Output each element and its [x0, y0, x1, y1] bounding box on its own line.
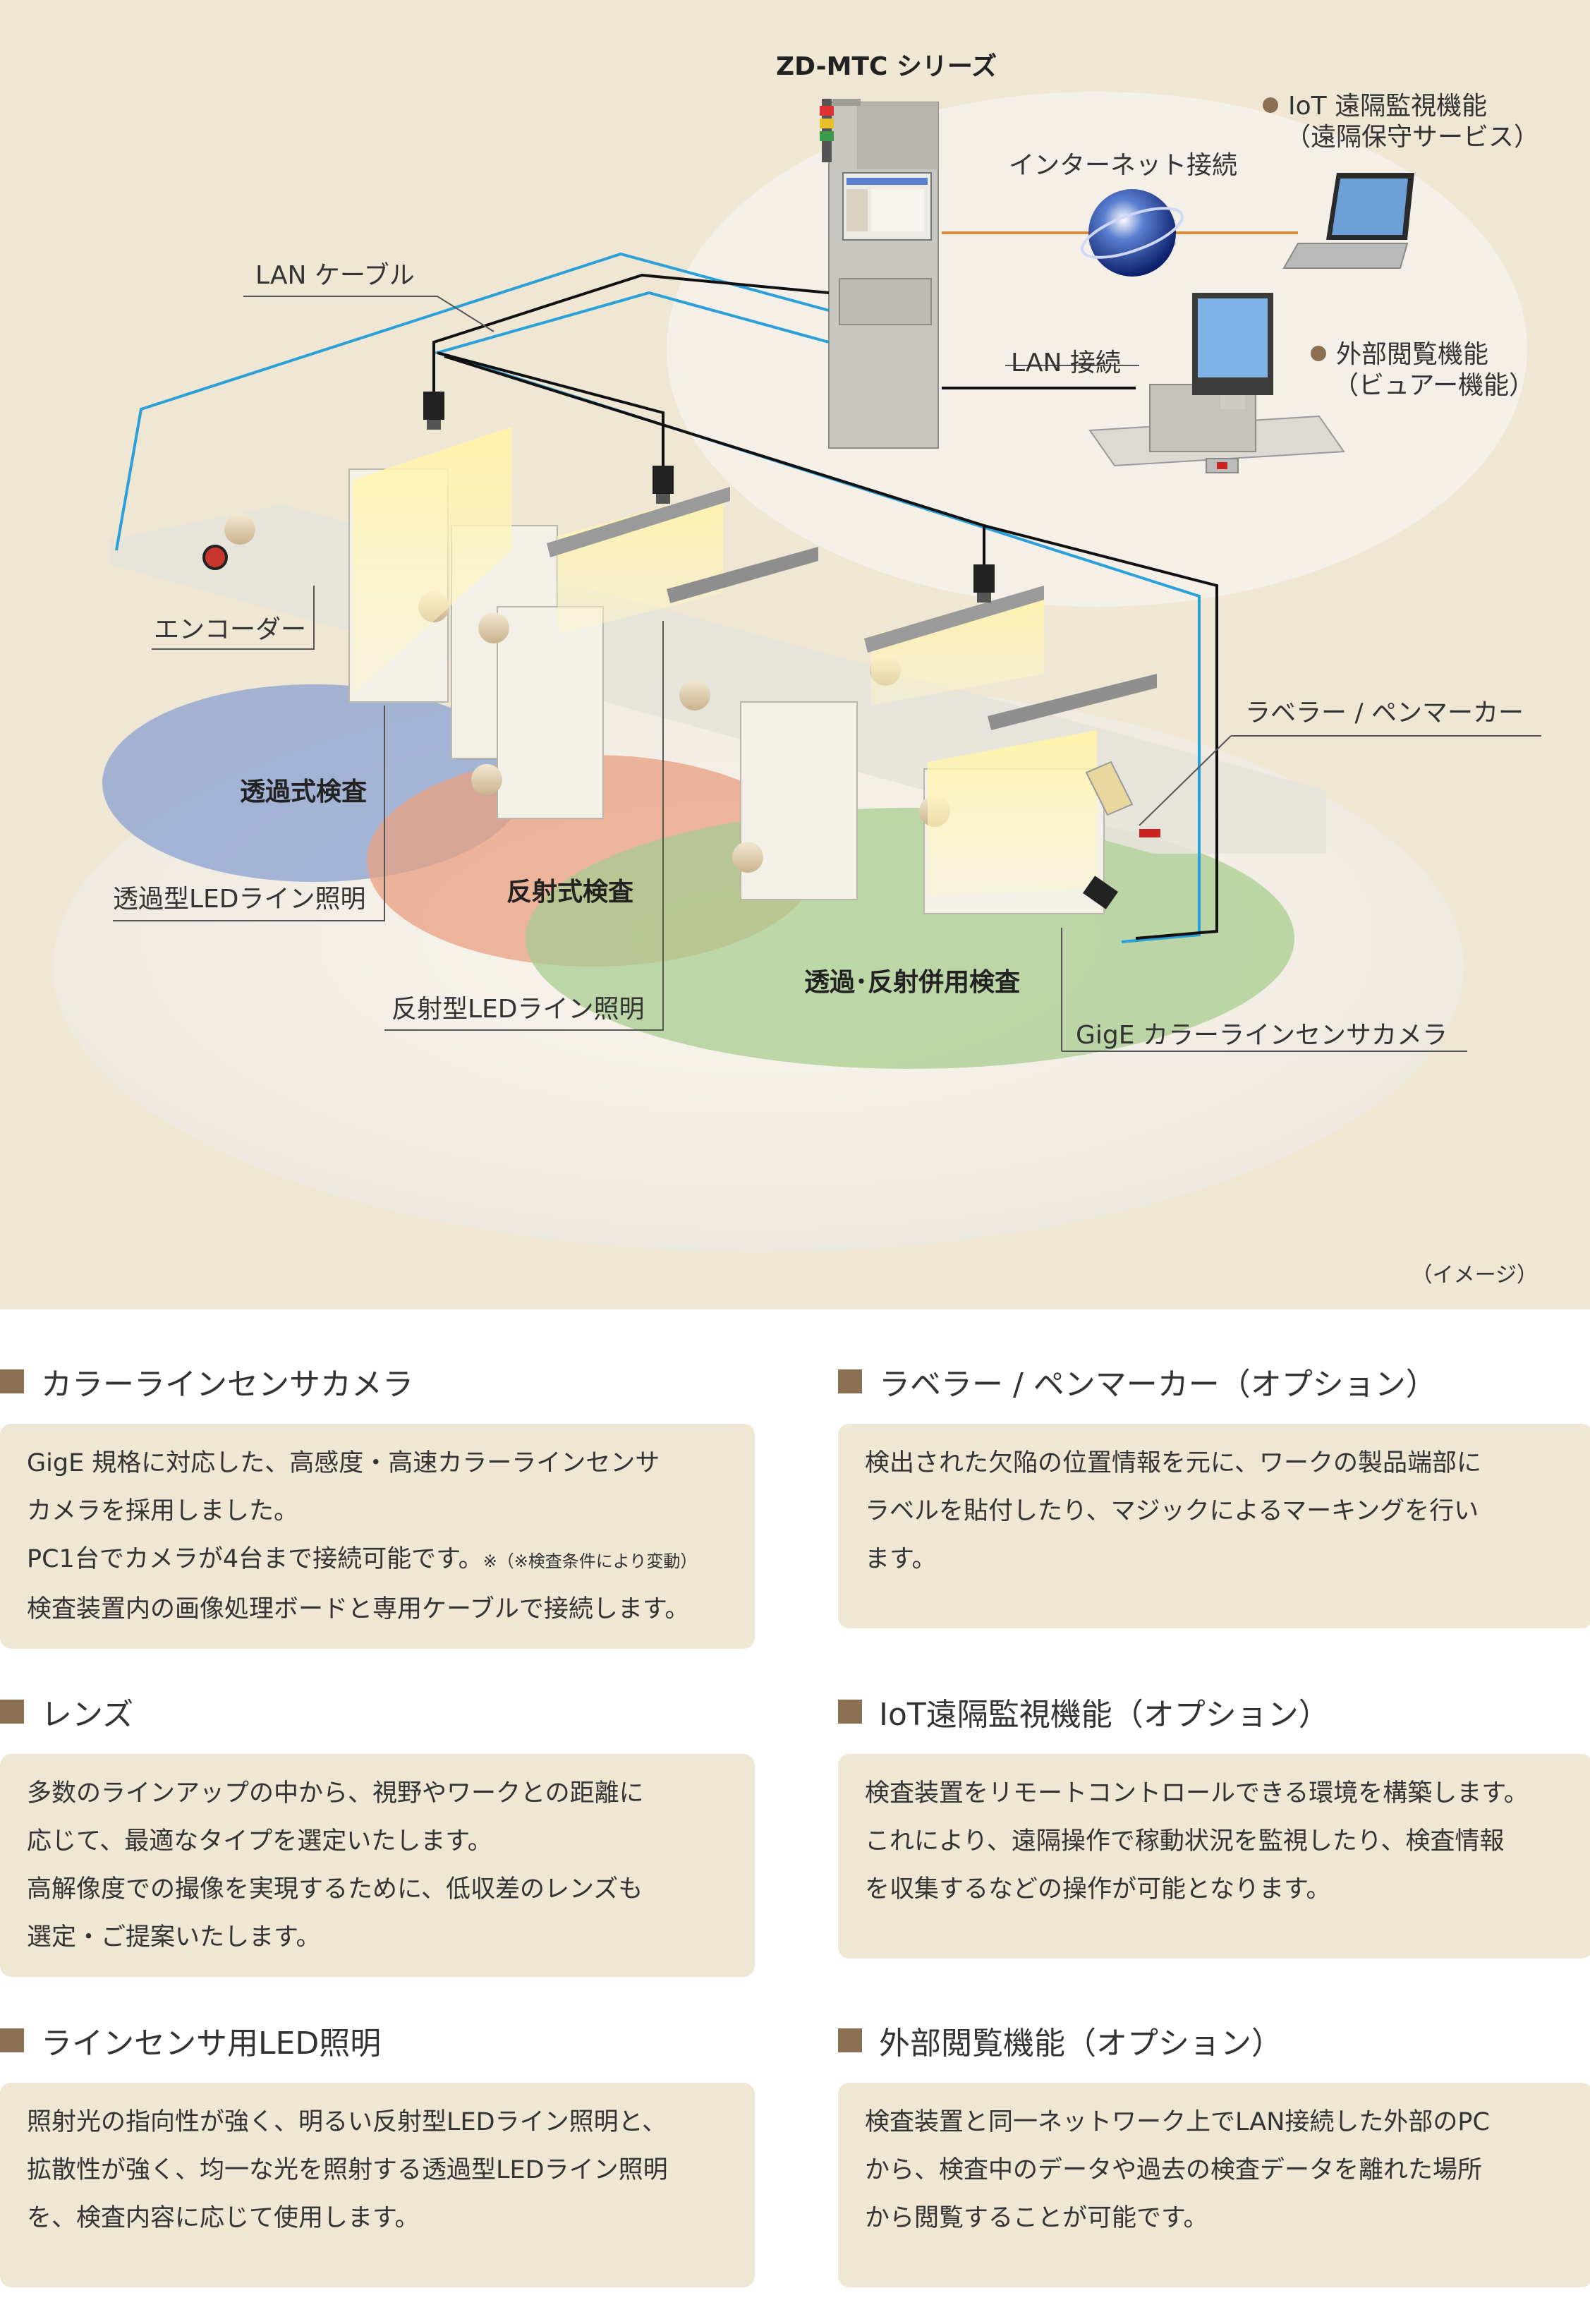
control-cabinet: [820, 99, 939, 449]
section-led-lighting: ラインセンサ用LED照明 照射光の指向性が強く、明るい反射型LEDライン照明と、…: [0, 2019, 755, 2287]
square-bullet-icon: [0, 1369, 24, 1393]
section-header: ラインセンサ用LED照明: [0, 2019, 755, 2062]
body-line: PC1台でカメラが4台まで接続可能です。※（※検査条件により変動）: [27, 1535, 728, 1585]
body-line: 多数のラインアップの中から、視野やワークとの距離に: [27, 1779, 644, 1808]
internet-label: インターネット接続: [1009, 151, 1238, 180]
camera-cable-1: [432, 273, 830, 392]
bullet-dot-icon: [1311, 346, 1326, 361]
system-title: ZD-MTC シリーズ: [776, 52, 997, 81]
reflection-inspection-label: 反射式検査: [506, 878, 634, 907]
encoder-device: [202, 545, 228, 570]
square-bullet-icon: [838, 1700, 862, 1724]
section-body: 多数のラインアップの中から、視野やワークとの距離に 応じて、最適なタイプを選定い…: [0, 1754, 755, 1977]
reflection-led-bar-3: [864, 586, 1044, 653]
internet-globe-icon: [1081, 189, 1184, 277]
viewer-label-line1: 外部閲覧機能: [1311, 339, 1488, 370]
reflection-beam-2: [871, 589, 1044, 706]
section-body: 照射光の指向性が強く、明るい反射型LEDライン照明と、 拡散性が強く、均一な光を…: [0, 2083, 755, 2287]
body-line: カメラを採用しました。: [27, 1497, 299, 1525]
line-camera-icon-3: [973, 564, 995, 603]
body-line: 応じて、最適なタイプを選定いたします。: [27, 1827, 492, 1856]
body-line: 拡散性が強く、均一な光を照射する透過型LEDライン照明: [27, 2156, 668, 2184]
square-bullet-icon: [0, 2028, 24, 2052]
section-body: GigE 規格に対応した、高感度・高速カラーラインセンサ カメラを採用しました。…: [0, 1424, 755, 1649]
body-line: 照射光の指向性が強く、明るい反射型LEDライン照明と、: [27, 2108, 667, 2136]
section-title: IoT遠隔監視機能（オプション）: [879, 1697, 1330, 1733]
body-line: 検査装置と同一ネットワーク上でLAN接続した外部のPC: [865, 2108, 1490, 2136]
body-line: から、検査中のデータや過去の検査データを離れた場所: [865, 2156, 1483, 2184]
camera-cable-2: [437, 351, 664, 466]
reflection-led-bar-1: [547, 487, 730, 557]
body-line: を、検査内容に応じて使用します。: [27, 2204, 420, 2232]
section-title: ラベラー / ペンマーカー（オプション）: [879, 1367, 1437, 1403]
labeler-device: [1085, 761, 1160, 837]
section-title: 外部閲覧機能（オプション）: [879, 2026, 1282, 2062]
section-body: 検出された欠陥の位置情報を元に、ワークの製品端部に ラベルを貼付したり、マジック…: [838, 1424, 1590, 1628]
body-line: から閲覧することが可能です。: [865, 2204, 1208, 2232]
line-camera-icon-1: [423, 392, 444, 430]
laptop-icon: [1282, 173, 1414, 269]
section-header: 外部閲覧機能（オプション）: [838, 2019, 1590, 2062]
section-title: ラインセンサ用LED照明: [41, 2026, 382, 2062]
body-line-text: PC1台でカメラが4台まで接続可能です。: [27, 1545, 483, 1573]
iot-label-text: IoT 遠隔監視機能: [1288, 92, 1488, 121]
body-line: ラベルを貼付したり、マジックによるマーキングを行い: [865, 1497, 1479, 1525]
image-caption: （イメージ）: [1411, 1263, 1538, 1288]
combined-inspection-label: 透過･反射併用検査: [804, 968, 1021, 997]
section-camera: カラーラインセンサカメラ GigE 規格に対応した、高感度・高速カラーラインセン…: [0, 1360, 755, 1649]
section-body: 検査装置と同一ネットワーク上でLAN接続した外部のPC から、検査中のデータや過…: [838, 2083, 1590, 2287]
iot-label-line1: IoT 遠隔監視機能: [1263, 90, 1487, 122]
note-mark: ※: [483, 1551, 497, 1571]
section-lens: レンズ 多数のラインアップの中から、視野やワークとの距離に 応じて、最適なタイプ…: [0, 1690, 755, 1977]
body-line: 検査装置をリモートコントロールできる環境を構築します。: [865, 1779, 1529, 1808]
transmission-inspection-label: 透過式検査: [240, 777, 368, 806]
transmission-beam-2: [928, 730, 1097, 896]
section-header: レンズ: [0, 1690, 755, 1733]
labeler-label: ラベラー / ペンマーカー: [1245, 698, 1524, 727]
body-line: を収集するなどの操作が可能となります。: [865, 1875, 1331, 1904]
body-line: 検査装置内の画像処理ボードと専用ケーブルで接続します。: [27, 1595, 690, 1623]
encoder-label: エンコーダー: [154, 615, 307, 644]
section-viewer: 外部閲覧機能（オプション） 検査装置と同一ネットワーク上でLAN接続した外部のP…: [838, 2019, 1590, 2287]
note-text: （※検査条件により変動）: [497, 1551, 698, 1571]
body-line: これにより、遠隔操作で稼動状況を監視したり、検査情報: [865, 1827, 1505, 1856]
reflection-led-label: 反射型LEDライン照明: [392, 995, 645, 1024]
iot-label-line2: （遠隔保守サービス）: [1285, 123, 1540, 152]
camera-label: GigE カラーラインセンサカメラ: [1076, 1021, 1448, 1050]
transmission-led-label: 透過型LEDライン照明: [113, 885, 366, 914]
body-line: 高解像度での撮像を実現するために、低収差のレンズも: [27, 1875, 643, 1904]
line-camera-icon-2: [653, 466, 674, 504]
section-title: カラーラインセンサカメラ: [41, 1367, 413, 1403]
camera-cable-4: [983, 524, 1218, 940]
system-diagram: ZD-MTC シリーズ IoT 遠隔監視機能 （遠隔保守サービス） インターネッ…: [0, 0, 1590, 1309]
leader-lines: [113, 296, 1541, 1052]
transmission-beam: [353, 427, 511, 695]
viewer-label-line2: （ビュアー機能）: [1333, 371, 1535, 400]
body-line: ます。: [865, 1545, 937, 1573]
body-line: 選定・ご提案いたします。: [27, 1923, 321, 1951]
section-title: レンズ: [41, 1697, 134, 1733]
section-iot: IoT遠隔監視機能（オプション） 検査装置をリモートコントロールできる環境を構築…: [838, 1690, 1590, 1959]
diagram-graphic: [53, 92, 1541, 1252]
square-bullet-icon: [838, 1369, 862, 1393]
body-line: 検出された欠陥の位置情報を元に、ワークの製品端部に: [865, 1449, 1481, 1477]
reflection-led-bar-4: [988, 674, 1157, 730]
line-camera-icon-4: [1083, 876, 1118, 909]
section-labeler: ラベラー / ペンマーカー（オプション） 検出された欠陥の位置情報を元に、ワーク…: [838, 1360, 1590, 1628]
body-line: GigE 規格に対応した、高感度・高速カラーラインセンサ: [27, 1449, 660, 1477]
square-bullet-icon: [838, 2028, 862, 2052]
bullet-dot-icon: [1263, 97, 1278, 113]
section-header: カラーラインセンサカメラ: [0, 1360, 755, 1403]
desktop-pc-icon: [1088, 293, 1345, 473]
section-header: IoT遠隔監視機能（オプション）: [838, 1690, 1590, 1733]
reflection-beam-1: [557, 490, 723, 635]
square-bullet-icon: [0, 1700, 24, 1724]
viewer-label-text: 外部閲覧機能: [1336, 340, 1489, 369]
section-body: 検査装置をリモートコントロールできる環境を構築します。 これにより、遠隔操作で稼…: [838, 1754, 1590, 1959]
reflection-led-bar-2: [667, 547, 818, 603]
section-header: ラベラー / ペンマーカー（オプション）: [838, 1360, 1590, 1403]
lan-connection-label: LAN 接続: [1011, 349, 1121, 377]
lan-cable-label: LAN ケーブル: [255, 261, 415, 290]
